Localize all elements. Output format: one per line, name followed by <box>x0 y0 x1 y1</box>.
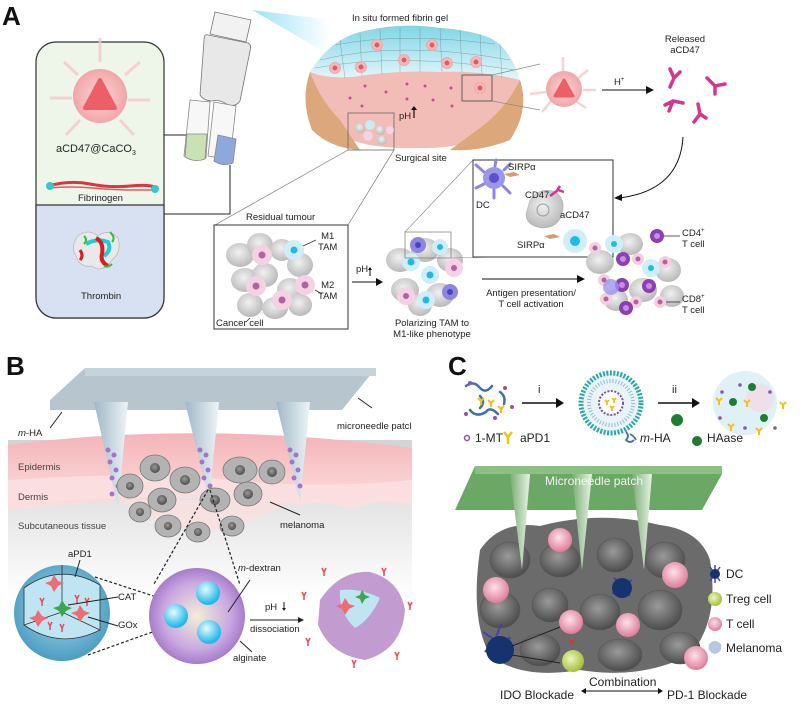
antigen-presentation-arrow <box>482 275 585 283</box>
legend-haase: HAase <box>707 431 744 445</box>
m-ha-aggregate-accents <box>464 381 514 420</box>
combination-label: Combination <box>589 675 657 689</box>
sirpa-receptor-icon <box>544 234 560 239</box>
panel-b-letter: B <box>6 351 25 381</box>
macrophage-m1-inset-icon <box>563 229 587 253</box>
dual-syringe-icon <box>183 10 330 165</box>
tumour-mass-c-icon <box>476 474 713 673</box>
epidermis-label: Epidermis <box>18 462 61 473</box>
polarized-tam-cluster-icon <box>386 159 501 316</box>
dc-legend-icon <box>709 565 721 583</box>
gel-title: In situ formed fibrin gel <box>352 13 449 24</box>
step-i-label: i <box>538 384 541 396</box>
melanoma-cells-b-icon <box>116 454 301 543</box>
microneedle-patch-label-c: Microneedle patch <box>545 474 644 488</box>
legend-apd1: aPD1 <box>520 431 551 445</box>
cancer-cell-inset-icon <box>525 190 564 229</box>
residual-tumour-cells-icon <box>226 233 323 323</box>
legend-melanoma: Melanoma <box>726 641 783 655</box>
legend-dc: DC <box>726 567 744 581</box>
gel-ph-up-label: pH <box>399 111 412 122</box>
fibrinogen-label: Fibrinogen <box>78 193 123 204</box>
1-mt-icon <box>463 434 471 442</box>
haase-enzyme-icon <box>671 414 684 426</box>
legend-m-ha: m-HA <box>640 431 671 445</box>
curved-arrow <box>619 136 684 199</box>
ph-up-arrow-icon <box>352 267 383 286</box>
fibrinogen-molecule-icon <box>46 180 159 193</box>
apd1-label-b: aPD1 <box>68 549 92 560</box>
cat-label: CAT <box>118 592 137 603</box>
subcutaneous-label: Subcutaneous tissue <box>18 521 107 532</box>
m-ha-label-b: m-HA <box>18 428 43 439</box>
sirpa-receptor-icon <box>504 172 520 177</box>
pd1-blockade-label: PD-1 Blockade <box>667 688 748 702</box>
h-plus-arrow-icon <box>602 86 654 94</box>
haase-legend-icon <box>692 436 703 446</box>
inset-dc: DC <box>476 200 490 211</box>
c-step-arrows <box>522 398 700 408</box>
panel-c-letter: C <box>448 351 467 381</box>
inset-cd47: CD47 <box>525 190 550 201</box>
antigen-presentation-label: Antigen presentation/T cell activation <box>486 288 576 310</box>
surgical-site-gel-illustration <box>305 25 541 151</box>
released-drug-cloud-icon <box>713 371 787 435</box>
ido-blockade-label: IDO Blockade <box>500 688 575 702</box>
alginate-microgel-icon <box>149 568 253 664</box>
m-ha-legend-icon <box>624 431 637 443</box>
thrombin-molecule-icon <box>73 231 120 270</box>
dissociation-label: dissociation <box>250 624 300 635</box>
released-acd47-antibodies-icon <box>663 67 727 124</box>
cd4-t-cell-label: CD4+T cell <box>682 228 705 251</box>
nanoparticle-cutaway-icon <box>14 559 119 661</box>
acd47-caco3-particle-icon <box>50 38 150 137</box>
inset-acd47: aCD47 <box>560 210 590 221</box>
apd1-icon <box>503 431 513 444</box>
melanoma-label-b: melanoma <box>280 520 325 531</box>
residual-tumour-label: Residual tumour <box>246 212 316 223</box>
cancer-cell-label: Cancer cell <box>216 318 264 329</box>
legend-treg: Treg cell <box>726 592 772 606</box>
inset-sirpa-top: SIRPα <box>508 162 536 173</box>
zoomed-particle-icon <box>529 57 596 113</box>
micelle-icon <box>578 370 644 436</box>
panel-a-letter: A <box>2 1 21 31</box>
legend-1-mt: 1-MT <box>475 431 503 445</box>
cd8-t-cell-label: CD8+T cell <box>682 294 705 317</box>
treg-legend-icon <box>708 592 722 606</box>
melanoma-legend-icon <box>708 641 722 654</box>
dermis-label: Dermis <box>18 492 49 503</box>
m-dextran-label: m-dextran <box>238 563 281 574</box>
connector-line <box>164 165 231 215</box>
combination-double-arrow-icon <box>581 688 663 694</box>
surgical-site-label: Surgical site <box>395 153 447 164</box>
activated-t-cell-cluster-icon <box>586 229 684 315</box>
alginate-label: alginate <box>233 653 267 664</box>
proton-label: H+ <box>614 77 625 89</box>
thrombin-label: Thrombin <box>81 291 122 302</box>
m-ha-aggregate-icon <box>464 382 506 416</box>
tumour-cluster-icon <box>355 120 394 145</box>
dendritic-cell-icon <box>474 158 512 200</box>
ph-arrow-label: pH <box>356 264 369 275</box>
dissociated-particle-icon <box>301 567 413 668</box>
microneedle-patch-label-b: microneedle patcl <box>337 421 412 432</box>
acd47-bound-icon <box>549 185 565 197</box>
tcell-legend-icon <box>708 617 722 631</box>
gox-label: GOx <box>118 620 138 631</box>
arrowhead <box>614 194 622 201</box>
inset-sirpa-bottom: SIRPα <box>517 240 545 251</box>
microneedle-patch-b <box>49 368 376 508</box>
step-ii-label: ii <box>672 384 677 396</box>
ph-down-label: pH <box>265 602 278 613</box>
legend-tcell: T cell <box>726 617 755 631</box>
particle-label: aCD47@CaCO3 <box>56 143 136 158</box>
ph-down-arrow-icon <box>250 602 304 623</box>
